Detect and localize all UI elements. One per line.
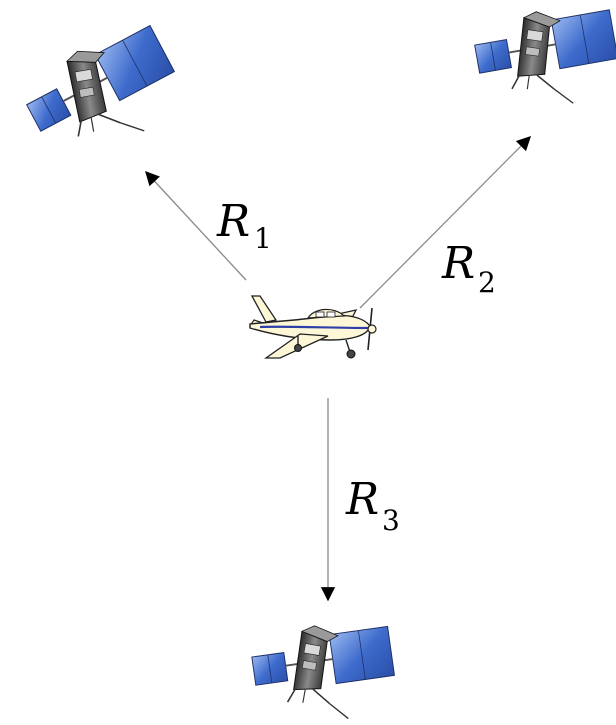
range-arrow-r1 <box>145 170 247 281</box>
range-label-r3: R <box>345 474 379 525</box>
airplane-icon <box>248 295 377 359</box>
range-label-r2: R <box>441 238 475 289</box>
range-label-r1-subscript: 1 <box>254 222 272 255</box>
range-label-r2-subscript: 2 <box>478 266 496 299</box>
range-arrow-r2 <box>359 135 532 309</box>
range-label-r3-subscript: 3 <box>382 504 400 537</box>
satellite-icon-top-right <box>464 0 616 110</box>
range-label-r1: R <box>216 196 250 247</box>
satellite-icon-bottom <box>239 602 404 725</box>
satellite-icon-top-left <box>12 21 185 152</box>
